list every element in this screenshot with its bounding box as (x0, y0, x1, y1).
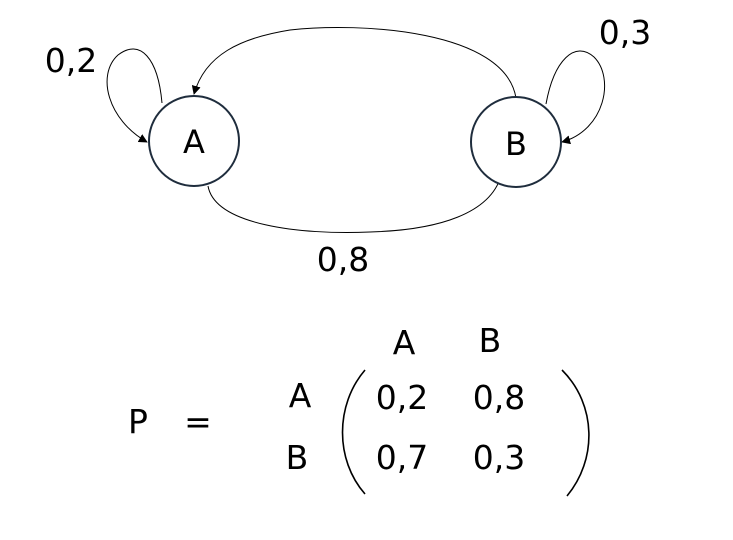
state-b: B (470, 96, 562, 188)
state-b-label: B (505, 125, 527, 163)
matrix-row-header-b: B (286, 438, 309, 477)
edge-a-to-b (207, 175, 503, 233)
transition-matrix: P = A B A B 0,2 0,8 0,7 0,3 (128, 321, 590, 497)
matrix-equals: = (184, 402, 212, 441)
matrix-name: P (128, 402, 148, 441)
self-loop-b (545, 50, 606, 145)
state-a: A (148, 95, 240, 187)
matrix-cell: 0,3 (473, 438, 525, 477)
matrix-col-header-b: B (479, 321, 502, 360)
edge-label-b-to-b: 0,3 (599, 13, 651, 52)
matrix-row-header-a: A (289, 376, 312, 415)
state-b-circle (470, 96, 562, 188)
matrix-cell: 0,7 (376, 438, 428, 477)
matrix-right-paren (561, 369, 590, 497)
edge-label-a-to-b: 0,8 (317, 240, 369, 279)
matrix-cell: 0,2 (376, 378, 428, 417)
state-a-label: A (183, 123, 205, 161)
matrix-left-paren (341, 369, 366, 495)
matrix-cell: 0,8 (473, 378, 525, 417)
matrix-col-header-a: A (393, 323, 416, 362)
self-loop-a (106, 48, 163, 143)
edge-label-a-to-a: 0,2 (45, 41, 97, 80)
edge-b-to-a (191, 27, 517, 99)
state-a-circle (148, 95, 240, 187)
